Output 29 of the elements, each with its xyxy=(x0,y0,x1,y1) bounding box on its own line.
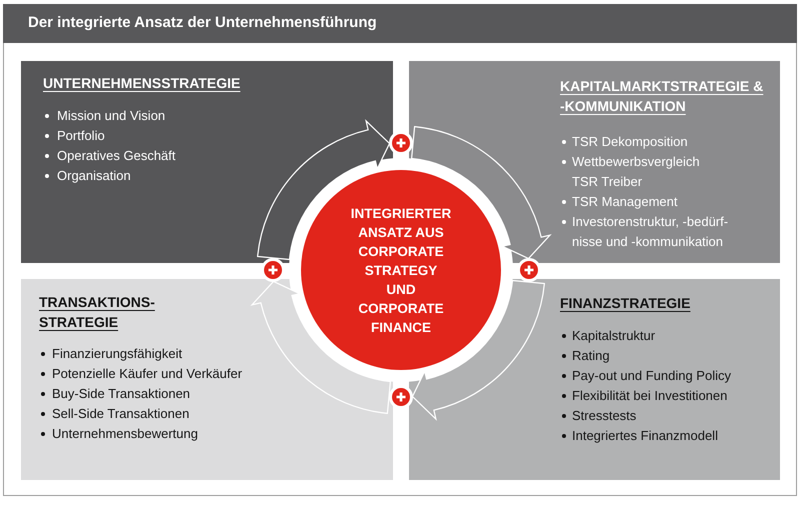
list-item: Finanzierungsfähigkeit xyxy=(52,345,182,363)
list-item: Unternehmensbewertung xyxy=(52,425,198,443)
curved-arrow xyxy=(257,120,390,260)
title-bar: Der integrierte Ansatz der Unternehmensführung xyxy=(3,4,797,43)
list-item: TSR Dekomposition xyxy=(572,133,688,151)
curved-arrow xyxy=(412,280,545,420)
circle-label: INTEGRIERTER ANSATZ AUS CORPORATE STRATEGY UND CORPORATE FINANCE xyxy=(350,204,452,336)
section-heading: FINANZSTRATEGIE xyxy=(560,294,690,313)
section-heading: TRANSAKTIONS- STRATEGIE xyxy=(39,293,156,332)
list-item: TSR Management xyxy=(572,193,678,211)
curved-arrow xyxy=(411,126,551,260)
list-item: Portfolio xyxy=(57,127,105,145)
list-item: Stresstests xyxy=(572,407,636,425)
list-item: Buy-Side Transaktionen xyxy=(52,385,190,403)
list-item: Operatives Geschäft xyxy=(57,147,176,165)
list-item: Flexibilität bei Investitionen xyxy=(572,387,728,405)
list-item: Organisation xyxy=(57,167,131,185)
list-item: Investorenstruktur, -bedürf- nisse und -kommunikation xyxy=(572,213,730,251)
list-item: Rating xyxy=(572,347,610,365)
list-item: Integriertes Finanzmodell xyxy=(572,427,718,445)
section-heading: UNTERNEHMENSSTRATEGIE xyxy=(43,74,240,93)
list-item: Kapitalstruktur xyxy=(572,327,656,345)
list-item: Wettbewerbsvergleich TSR Treiber xyxy=(572,153,701,191)
list-item: Pay-out und Funding Policy xyxy=(572,367,731,385)
list-item: Sell-Side Transaktionen xyxy=(52,405,190,423)
curved-arrow xyxy=(251,280,391,414)
list-item: Potenzielle Käufer und Verkäufer xyxy=(52,365,242,383)
section-heading: KAPITALMARKTSTRATEGIE & -KOMMUNIKATION xyxy=(560,77,764,116)
list-item: Mission und Vision xyxy=(57,107,166,125)
